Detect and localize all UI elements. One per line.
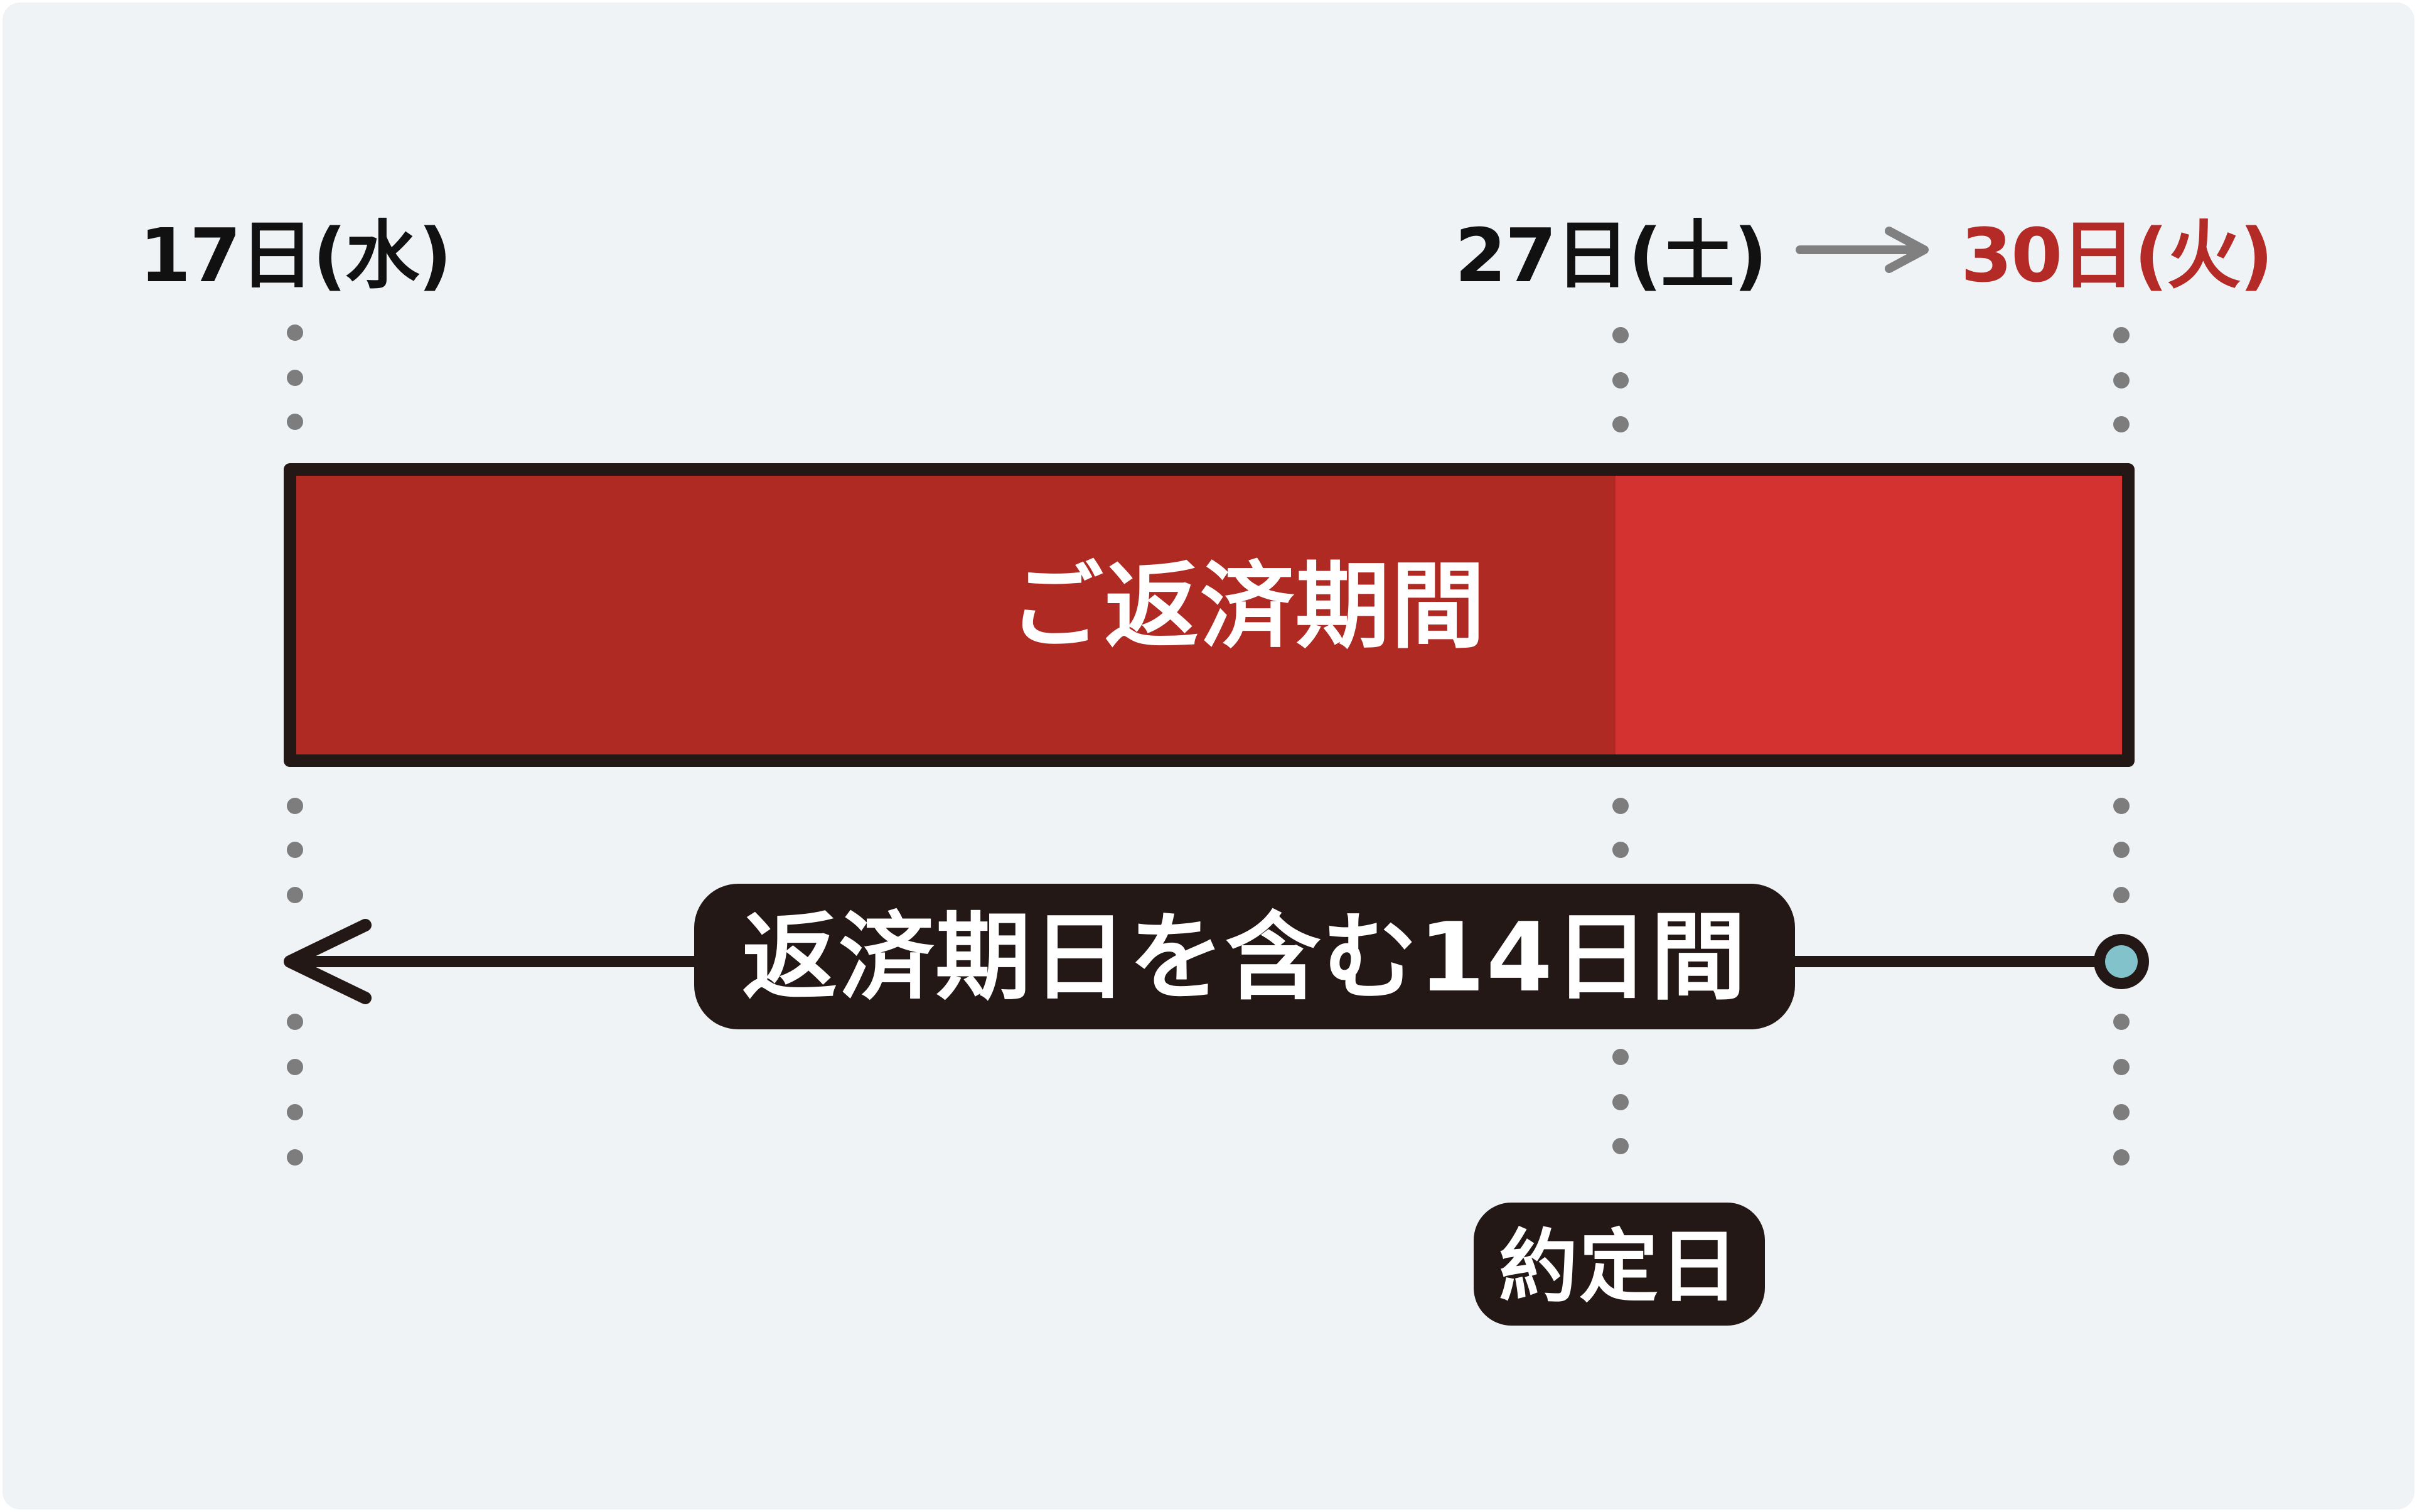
guide-dot-due xyxy=(1612,1049,1629,1065)
guide-dot-extended xyxy=(2113,1014,2130,1030)
guide-dot-due xyxy=(1612,842,1629,858)
due-caption: 約定日 xyxy=(1499,1221,1740,1313)
circle-endpoint-icon xyxy=(2094,934,2149,989)
guide-dot-start xyxy=(287,798,303,814)
left-arrow-icon xyxy=(284,919,372,1004)
guide-dot-extended xyxy=(2113,416,2130,432)
guide-dot-extended xyxy=(2113,887,2130,903)
guide-dot-extended xyxy=(2113,372,2130,389)
guide-dot-due xyxy=(1612,1094,1629,1110)
extended-date-label: 30日(火) xyxy=(1961,212,2272,299)
guide-dot-start xyxy=(287,1059,303,1075)
bar-outline xyxy=(284,463,2135,767)
dotted-guides xyxy=(287,324,2130,1166)
guide-dot-due xyxy=(1612,372,1629,389)
guide-dot-extended xyxy=(2113,1104,2130,1120)
guide-dot-due xyxy=(1612,798,1629,814)
guide-dot-start xyxy=(287,324,303,341)
guide-dot-due xyxy=(1612,416,1629,432)
guide-dot-extended xyxy=(2113,798,2130,814)
guide-dot-start xyxy=(287,414,303,430)
period-caption: 返済期日を含む14日間 xyxy=(742,902,1747,1013)
guide-dot-extended xyxy=(2113,327,2130,343)
period-caption-bubble: 返済期日を含む14日間 xyxy=(694,884,1795,1029)
guide-dot-due xyxy=(1612,327,1629,343)
guide-dot-extended xyxy=(2113,842,2130,858)
guide-dot-start xyxy=(287,1014,303,1030)
guide-dot-start xyxy=(287,370,303,386)
due-date-label: 27日(土) xyxy=(1455,212,1766,299)
guide-dot-extended xyxy=(2113,1059,2130,1075)
right-arrow-icon xyxy=(1796,227,1929,273)
guide-dot-start xyxy=(287,1149,303,1166)
due-caption-bubble: 約定日 xyxy=(1474,1203,1765,1326)
start-date-label: 17日(水) xyxy=(139,212,451,299)
repayment-period-bar: ご返済期間 xyxy=(284,463,2135,767)
guide-dot-extended xyxy=(2113,1149,2130,1166)
bar-title: ご返済期間 xyxy=(1009,552,1486,662)
bar-extension-segment xyxy=(1616,469,2128,761)
guide-dot-due xyxy=(1612,1138,1629,1154)
guide-dot-start xyxy=(287,842,303,858)
bar-main-segment xyxy=(290,469,1616,761)
guide-dot-start xyxy=(287,1104,303,1120)
guide-dot-start xyxy=(287,887,303,903)
